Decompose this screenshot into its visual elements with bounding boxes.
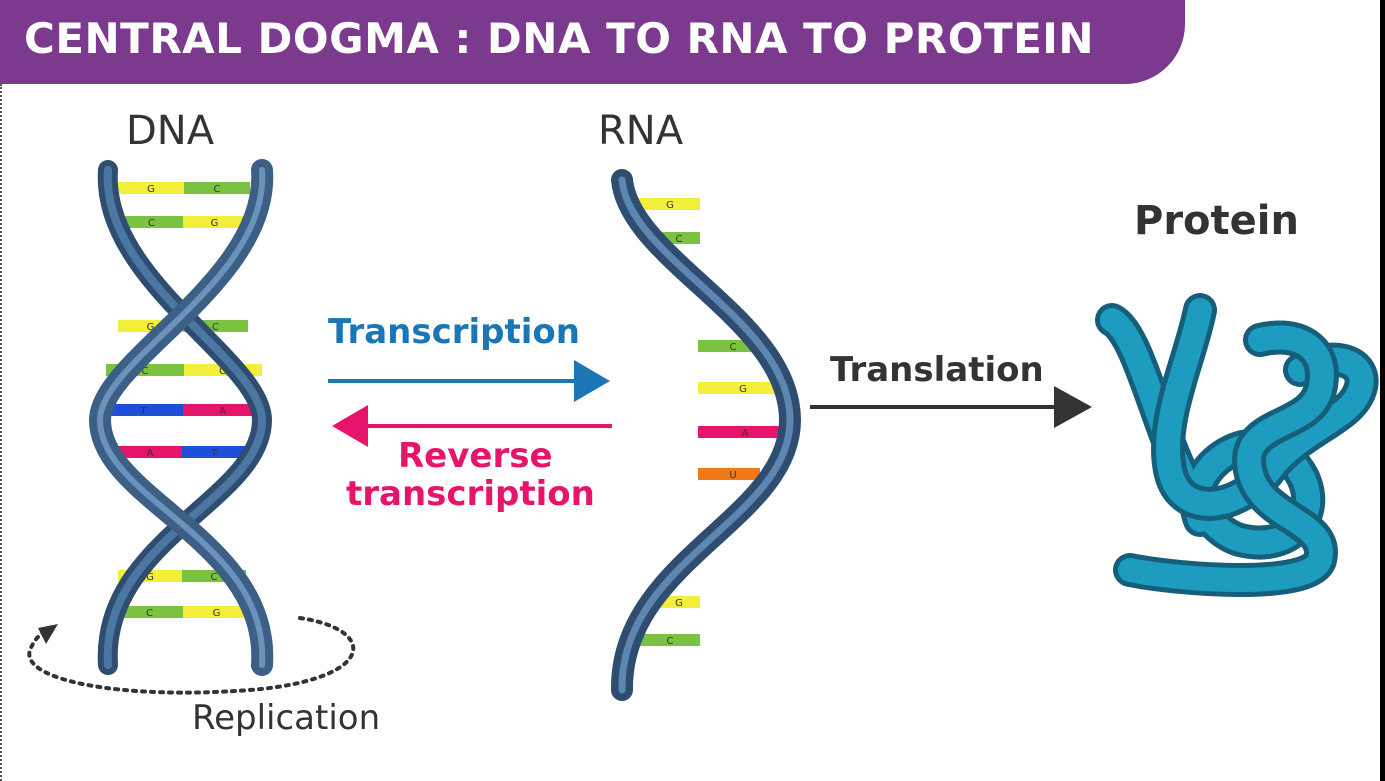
dna-base-left-letter: C: [146, 608, 153, 619]
rna-base-letter: G: [675, 598, 683, 609]
rna-base-letter: U: [729, 470, 736, 481]
dna-base-right-letter: C: [212, 322, 219, 333]
replication-label: Replication: [192, 698, 381, 738]
dna-base-right-letter: C: [214, 184, 221, 195]
protein-label: Protein: [1134, 198, 1299, 244]
reverse-transcription-arrow: [332, 405, 612, 447]
dna-base-left-letter: C: [148, 218, 155, 229]
rna-base-letter: C: [730, 342, 737, 353]
dna-base-right-letter: C: [211, 572, 218, 583]
left-border: [0, 84, 4, 781]
dna-base-right: [183, 606, 250, 618]
reverse-transcription-label-line1: Reverse: [398, 436, 553, 476]
reverse-transcription-label-line2: transcription: [346, 474, 595, 514]
dna-base-left: [116, 606, 183, 618]
dna-base-right: [182, 446, 246, 458]
dna-base-left: [120, 216, 183, 228]
dna-base-right-letter: T: [210, 448, 218, 459]
dna-helix: [88, 159, 274, 676]
dna-strand-back-highlight: [103, 166, 267, 669]
rna-base: [698, 426, 784, 438]
diagram-title: CENTRAL DOGMA : DNA TO RNA TO PROTEIN: [24, 14, 1095, 63]
rna-label: RNA: [598, 108, 684, 154]
dna-base-left-letter: A: [147, 448, 154, 459]
rna-base-letter: C: [676, 234, 683, 245]
dna-base-right: [183, 216, 246, 228]
translation-label: Translation: [830, 350, 1044, 390]
dna-base-right: [184, 182, 250, 194]
dna-base-left-letter: G: [147, 184, 155, 195]
dna-strand-front-highlight: [96, 167, 266, 668]
rna-base-letter: A: [742, 428, 749, 439]
dna-base-right-letter: G: [213, 608, 221, 619]
rna-base-letter: G: [666, 200, 674, 211]
dna-base-left: [118, 182, 184, 194]
dna-base-left-letter: C: [142, 366, 149, 377]
dna-base-right-letter: A: [219, 406, 226, 417]
rna-base-letter: G: [739, 384, 747, 395]
rna-base: [698, 382, 780, 394]
dna-base-left-letter: T: [139, 406, 147, 417]
replication-loop-arrow: [27, 616, 356, 695]
dna-base-left: [118, 446, 182, 458]
right-border: [1380, 0, 1385, 781]
rna-base: [632, 198, 700, 210]
dna-base-left-letter: G: [147, 322, 155, 333]
protein-icon: [1095, 293, 1379, 597]
dna-base-left: [104, 404, 183, 416]
dna-label: DNA: [126, 108, 215, 154]
rna-base-letter: C: [667, 636, 674, 647]
dna-base-right-letter: G: [219, 366, 227, 377]
translation-arrow: [810, 386, 1092, 428]
dna-base-left-letter: G: [146, 572, 154, 583]
rna-base: [632, 634, 700, 646]
dna-base-right-letter: G: [211, 218, 219, 229]
transcription-arrow: [328, 360, 610, 402]
rna-strand: [610, 169, 802, 701]
title-banner: CENTRAL DOGMA : DNA TO RNA TO PROTEIN: [0, 0, 1185, 84]
dna-base-right: [183, 404, 262, 416]
transcription-label: Transcription: [328, 312, 580, 352]
rna-base: [698, 468, 760, 480]
